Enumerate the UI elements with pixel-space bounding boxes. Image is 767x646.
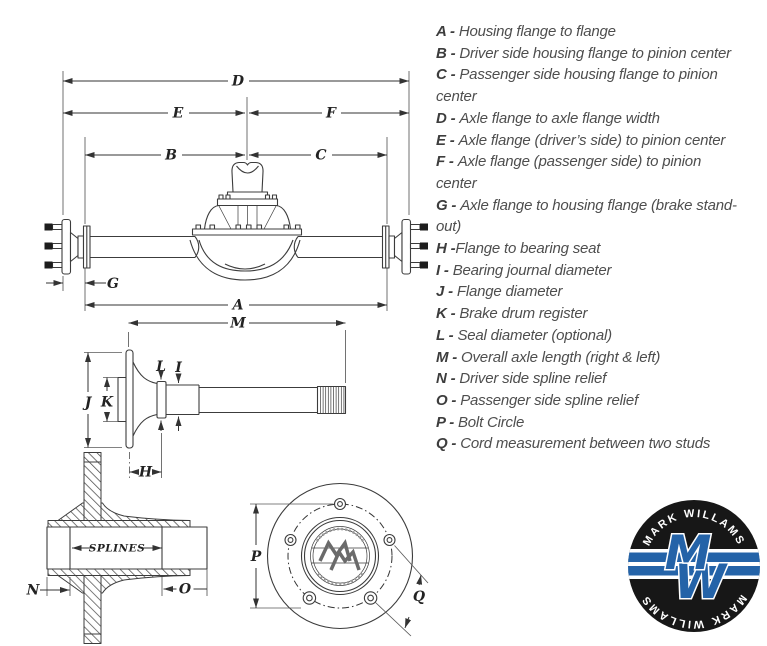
legend-item-l: L - Seal diameter (optional) [436,326,612,344]
legend-item-q: Q - Cord measurement between two studs [436,435,711,453]
dim-label-c: C [315,148,326,164]
legend-item-j: J - Flange diameter [436,283,563,301]
center-cap-emblem [300,516,380,596]
dim-label-b: B [164,148,177,164]
shaft-flange [125,349,134,449]
dim-label-a: A [231,298,244,314]
dim-label-p: P [250,549,262,565]
legend-item-f-wrap: center [436,174,477,192]
bolt-circle [287,503,393,609]
left-axle-flange [61,218,72,275]
legend-item-m: M - Overall axle length (right & left) [436,348,661,366]
differential-center-section [189,161,303,281]
flange-studs [284,497,396,605]
legend-item-a: A - Housing flange to flange [436,23,616,40]
dim-label-k: K [100,395,114,411]
dim-label-l: L [155,359,166,375]
legend-item-g: G - Axle flange to housing flange (brake… [436,196,737,214]
legend-item-o: O - Passenger side spline relief [436,391,639,409]
axle-tubes [90,235,382,259]
right-axle-flange [401,218,412,275]
dim-label-e: E [172,106,184,122]
legend-item-n: N - Driver side spline relief [436,370,607,388]
legend-item-g-wrap: out) [436,218,462,236]
legend-item-c: C - Passenger side housing flange to pin… [436,66,718,84]
legend-item-p: P - Bolt Circle [436,413,525,431]
dim-label-g: G [107,276,119,292]
bearing-journal [166,384,200,416]
dim-label-i: I [174,360,182,376]
logo-stripe-bottom [628,566,760,576]
logo-stripe-top [628,552,760,562]
dim-label-splines: SPLINES [89,543,145,555]
measurement-legend: A - Housing flange to flange B - Driver … [436,21,767,455]
legend-item-c-wrap: center [436,88,477,106]
legend-item-f: F - Axle flange (passenger side) to pini… [436,153,702,171]
upper-stud-section [83,452,102,521]
flange-face-view: P Q [250,482,429,637]
spline-section-view: SPLINES N O [26,452,208,644]
legend-item-h: H -Flange to bearing seat [436,240,601,258]
lower-stud-section [83,575,102,644]
housing-bulge [189,239,301,281]
dim-label-o: O [179,582,192,598]
legend-item-d: D - Axle flange to axle flange width [436,109,660,127]
dim-label-d: D [231,74,245,90]
left-wheel-studs [44,223,63,269]
right-wheel-studs [409,223,428,269]
logo-monogram-m: M [665,526,712,581]
mark-williams-logo: W M MARK WILLAMS MARK WILLAMS [628,500,760,632]
logo-monogram-w: W [674,555,728,610]
legend-item-k: K - Brake drum register [436,305,588,323]
legend-item-e: E - Axle flange (driver’s side) to pinio… [436,131,726,149]
dim-label-m: M [229,316,246,332]
axle-shaft-side-view: M J K L I H [82,316,347,481]
spline-end [316,385,347,415]
flange-outer-circle [266,482,414,630]
dim-label-j: J [82,395,93,411]
shaft-body [199,386,318,414]
legend-item-b: B - Driver side housing flange to pinion… [436,44,731,62]
dim-label-h: H [138,465,153,481]
seal-ring [156,380,167,419]
dim-label-f: F [325,106,337,122]
dim-label-q: Q [413,589,425,605]
dim-label-n: N [26,583,41,599]
axle-housing-rear-view: D E F B C G A [44,71,428,314]
legend-item-i: I - Bearing journal diameter [436,261,612,279]
